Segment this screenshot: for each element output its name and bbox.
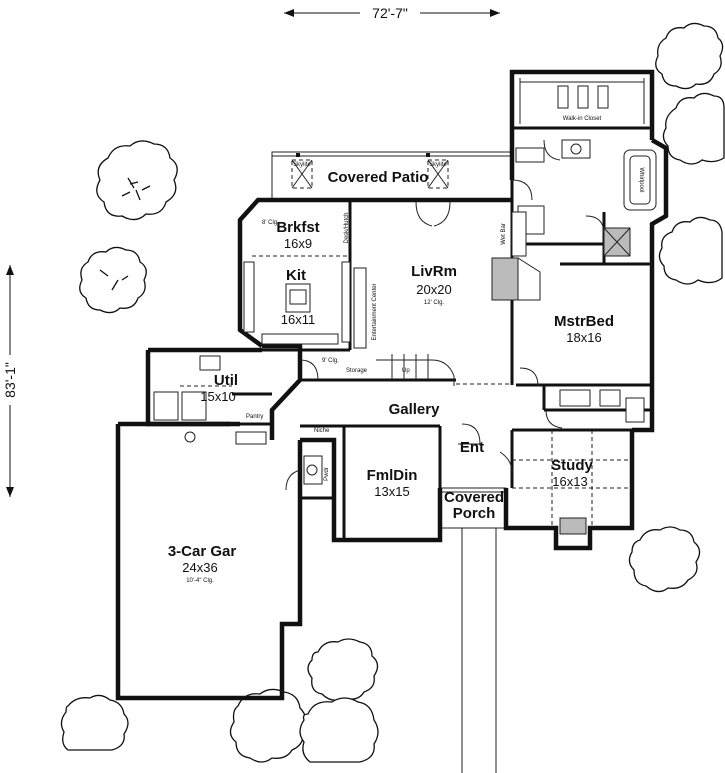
covered-porch-name-line2: Porch <box>453 505 496 522</box>
tree-icon <box>299 697 379 763</box>
width-dimension-label: 72'-7" <box>372 5 408 21</box>
landscape-trees <box>60 22 725 763</box>
walk-in-closet-label: Walk-in Closet <box>563 116 602 122</box>
desk-hutch-label: Desk/Hutch <box>344 212 350 243</box>
kit-size: 16x11 <box>281 312 315 327</box>
livrm-name: LivRm <box>411 263 457 280</box>
kit-name: Kit <box>286 267 306 284</box>
util-size: 15x10 <box>200 389 235 404</box>
tree-icon <box>658 216 723 285</box>
width-dimension: 72'-7" <box>284 4 500 22</box>
niche-label: Niche <box>314 428 330 434</box>
util-name: Util <box>214 372 238 389</box>
covered-patio-name: Covered Patio <box>328 169 429 186</box>
tree-icon <box>628 526 701 593</box>
fmldin-name: FmlDin <box>367 467 418 484</box>
study-size: 16x13 <box>552 474 587 489</box>
gallery-name: Gallery <box>389 401 441 418</box>
storage-label: Storage <box>346 368 368 374</box>
tree-icon <box>655 22 724 90</box>
whirlpool-label: Whirlpool <box>638 167 644 192</box>
ent-name: Ent <box>460 439 484 456</box>
pwdr-label: Pwdr <box>324 467 330 481</box>
ceiling-lines <box>180 255 632 528</box>
mstrbed-size: 18x16 <box>566 330 601 345</box>
depth-dimension: 83'-1" <box>1 265 19 497</box>
whirlpool-tub <box>623 149 657 211</box>
stair <box>376 359 455 386</box>
skylite-label: Skylite <box>429 162 447 168</box>
depth-dimension-label: 83'-1" <box>2 362 18 398</box>
brkfst-size: 16x9 <box>284 236 312 251</box>
hall-ceiling-label: 9' Clg. <box>322 358 339 364</box>
tree-icon <box>662 92 725 165</box>
tree-icon <box>79 246 147 314</box>
walkway <box>439 487 507 773</box>
brkfst-name: Brkfst <box>276 219 319 236</box>
garage-ceiling-note: 10'-4" Clg. <box>186 578 214 584</box>
exterior-walls <box>115 69 669 701</box>
doors <box>285 139 605 491</box>
up-label: Up <box>402 368 410 374</box>
tree-icon <box>96 140 178 221</box>
brkfst-ceiling-label: 8' Clg. <box>262 220 279 226</box>
livrm-size: 20x20 <box>416 282 451 297</box>
pantry-label: Pantry <box>246 414 263 420</box>
fmldin-size: 13x15 <box>374 484 409 499</box>
entertainment-center-label: Entertainment Center <box>372 283 378 340</box>
garage-name: 3-Car Gar <box>168 543 237 560</box>
fixtures: Walk-in Closet Whirlpool Wet Bar Desk/Hu… <box>153 78 657 535</box>
mstrbed-name: MstrBed <box>554 313 614 330</box>
interior-walls <box>230 126 652 540</box>
room-labels: Covered Patio Brkfst 16x9 Kit 16x11 LivR… <box>168 169 614 584</box>
tree-icon <box>307 638 379 701</box>
skylite-label: Skylite <box>293 162 311 168</box>
tree-icon <box>60 694 129 751</box>
wet-bar-label: Wet Bar <box>501 223 507 245</box>
tree-icon <box>229 688 307 763</box>
fireplace <box>491 257 519 301</box>
covered-porch-name-line1: Covered <box>444 489 504 506</box>
livrm-ceiling-note: 12' Clg. <box>424 300 444 306</box>
garage-size: 24x36 <box>182 560 217 575</box>
study-name: Study <box>551 457 593 474</box>
